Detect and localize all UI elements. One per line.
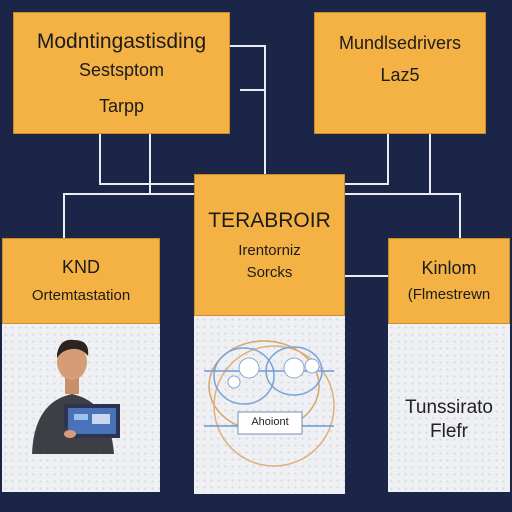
- box-top-right-line2: Laz5: [380, 64, 420, 85]
- panel-right-line2: Flefr: [430, 420, 468, 442]
- connector-tl-center: [99, 134, 194, 185]
- box-center: TERABROIR Irentorniz Sorcks: [194, 174, 345, 316]
- panel-right-line1: Tunssirato: [405, 397, 493, 418]
- box-center-line1: TERABROIR: [208, 209, 331, 233]
- box-top-left-line3: Tarpp: [98, 95, 145, 116]
- box-top-left-line2: Sestsptom: [78, 60, 165, 80]
- box-left-line2: Ortemtastation: [31, 286, 131, 304]
- person-at-laptop-icon: [32, 339, 120, 454]
- box-right-line1: Kinlom: [421, 258, 477, 279]
- box-right: Kinlom (Flmestrewn: [388, 238, 510, 324]
- box-top-left: Modntingastisding Sestsptom Tarpp: [13, 12, 230, 134]
- box-top-right-line1: Mundlsedrivers: [338, 33, 462, 53]
- box-left: KND Ortemtastation: [2, 238, 160, 324]
- network-diagram-icon: [204, 340, 335, 467]
- panel-right: Tunssirato Flefr: [388, 324, 510, 492]
- box-right-line2: (Flmestrewn: [407, 285, 491, 303]
- panel-center: Ahoiont: [194, 316, 345, 494]
- box-top-right: Mundlsedrivers Laz5: [314, 12, 486, 134]
- connector-center-right-2: [345, 193, 461, 238]
- box-center-line3: Sorcks: [246, 263, 293, 281]
- box-center-line2: Irentorniz: [238, 241, 301, 259]
- connector-tr-center: [345, 134, 389, 185]
- panel-center-label: Ahoiont: [251, 416, 289, 428]
- box-top-left-line1: Modntingastisding: [36, 29, 207, 53]
- connector-center-left: [63, 193, 194, 238]
- box-left-line1: KND: [61, 257, 100, 278]
- connector-tl-right: [230, 45, 266, 174]
- panel-right-text: Tunssirato Flefr: [388, 396, 510, 444]
- panel-left: [2, 324, 160, 492]
